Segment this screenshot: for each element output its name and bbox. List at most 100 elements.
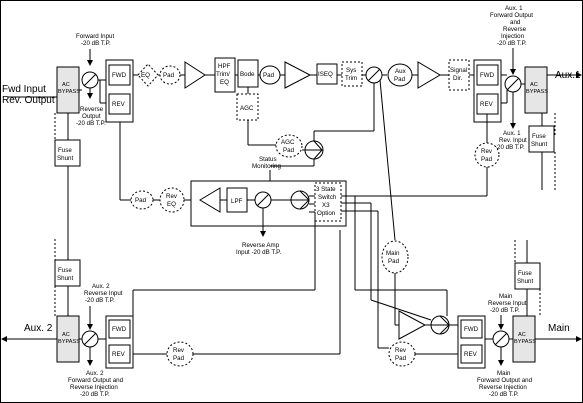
three-state-switch (314, 182, 342, 222)
svg-text:Signal: Signal (450, 67, 467, 74)
rev-pad-main (388, 341, 416, 367)
iseq-block (316, 63, 338, 85)
fuse-shunt-aux1 (528, 125, 555, 153)
rev-output-label: Rev. Output (2, 95, 55, 106)
main-bot-note-2: Forward Output and (477, 377, 533, 384)
sys-trim (341, 61, 363, 87)
svg-text:EQ: EQ (167, 201, 176, 208)
svg-text:Shunt: Shunt (531, 141, 547, 148)
reverse-chain: Pad Rev EQ LPF Reverse Amp Input -20 dB … (119, 122, 378, 291)
svg-text:Pad: Pad (283, 147, 295, 154)
forward-amp-1 (184, 61, 206, 89)
svg-text:Dir.: Dir. (453, 75, 463, 82)
svg-text:Switch: Switch (318, 194, 337, 201)
aux2-top-note-3: -20 dB T.P. (85, 297, 115, 304)
svg-text:Rev: Rev (481, 148, 493, 155)
svg-text:BYPASS: BYPASS (526, 89, 548, 95)
svg-text:REV: REV (480, 101, 494, 108)
svg-text:EQ: EQ (141, 72, 150, 79)
fwd-input-label: Fwd Input (2, 84, 46, 95)
aux2-top-note-1: Aux. 2 (92, 283, 110, 290)
svg-text:ISEQ: ISEQ (318, 71, 333, 78)
aux1-top-note-6: -20 dB T.P. (497, 40, 527, 47)
signal-dir (448, 59, 470, 91)
rev-amp-note-1: Reverse Amp (242, 242, 280, 249)
svg-text:Pad: Pad (481, 156, 493, 163)
aux2-bot-note-2: Forward Output and (68, 377, 124, 384)
svg-text:AGC: AGC (281, 139, 295, 146)
svg-text:Pad: Pad (135, 197, 147, 204)
main-path: Main Pad (354, 79, 458, 349)
aux1-port-label: Aux.1 (555, 70, 581, 81)
aux1-top-note-2: Forward Output (490, 12, 533, 19)
main-top-note-3: -20 dB T.P. (490, 307, 520, 314)
svg-text:Aux: Aux (395, 68, 407, 75)
aux2-bot-note-3: Reverse Injection (70, 384, 118, 391)
ac-label: AC (62, 82, 70, 88)
main-bot-note-4: -20 dB T.P. (489, 391, 519, 398)
svg-text:REV: REV (112, 351, 126, 358)
svg-text:HPF: HPF (218, 63, 231, 70)
svg-text:Rev: Rev (395, 347, 407, 354)
aux1-rev-note-1: Aux. 1 (503, 130, 521, 137)
rev-pad-aux1 (474, 142, 500, 168)
svg-text:Trim/: Trim/ (216, 71, 230, 78)
svg-text:FWD: FWD (464, 326, 479, 333)
aux2-section: Fuse Shunt AC BYPASS Aux. 2 Aux. 2 Rever… (1, 230, 341, 398)
svg-text:Pad: Pad (173, 355, 185, 362)
input-section: Fwd Input Rev. Output AC BYPASS Forward … (2, 33, 134, 260)
main-pad (381, 240, 409, 274)
main-bot-note-3: Reverse Injection (479, 384, 527, 391)
svg-text:Shunt: Shunt (57, 275, 73, 282)
aux1-rev-note-3: -20 dB T.P. (495, 144, 525, 151)
svg-text:3 State: 3 State (316, 186, 336, 193)
svg-text:Pad: Pad (394, 76, 406, 83)
rev-out-note-2: Output (82, 113, 101, 120)
svg-text:Pad: Pad (163, 72, 175, 79)
aux2-port-label: Aux. 2 (24, 323, 53, 334)
svg-text:Option: Option (317, 210, 336, 217)
bypass-label: BYPASS (58, 89, 80, 95)
svg-text:Sys: Sys (346, 67, 356, 74)
svg-text:Fuse: Fuse (518, 270, 532, 277)
svg-text:BYPASS: BYPASS (58, 339, 80, 345)
ac-bypass-aux1 (524, 66, 548, 114)
status-note-1: Status (259, 156, 277, 163)
svg-text:Rev: Rev (173, 347, 185, 354)
rev-filter-in (108, 93, 131, 115)
fwd-in-note-2: -20 dB T.P. (81, 40, 111, 47)
svg-text:Pad: Pad (388, 258, 400, 265)
aux2-bot-note-4: -20 dB T.P. (80, 391, 110, 398)
svg-text:FWD: FWD (112, 326, 127, 333)
svg-text:Shunt: Shunt (517, 278, 533, 285)
rev-pad-aux2 (166, 341, 194, 367)
svg-text:FWD: FWD (480, 72, 495, 79)
rev-eq (159, 187, 185, 213)
agc-pad (275, 134, 303, 158)
svg-text:BYPASS: BYPASS (514, 339, 536, 345)
aux2-bot-note-1: Aux. 2 (86, 370, 104, 377)
fuse-shunt-input (54, 139, 81, 167)
rev-amp-note-2: Input -20 dB T.P. (236, 249, 281, 256)
svg-text:Bode: Bode (240, 71, 255, 78)
main-section: Rev Pad FWD REV Main Reverse Input -20 d… (355, 240, 582, 398)
aux1-top-note-4: Reverse (503, 26, 527, 33)
svg-text:Pad: Pad (263, 72, 275, 79)
status-note-2: Monitoring (252, 163, 281, 170)
main-bot-note-1: Main (497, 370, 511, 377)
svg-text:REV: REV (464, 351, 478, 358)
main-top-note-2: Reverse Input (488, 300, 527, 307)
svg-text:Main: Main (386, 250, 400, 257)
aux1-top-note-1: Aux. 1 (505, 5, 523, 12)
svg-text:AGC: AGC (240, 105, 254, 112)
svg-text:AC: AC (62, 332, 70, 338)
aux1-top-note-5: Injection (501, 33, 525, 40)
forward-amp-2 (284, 61, 312, 89)
svg-text:Fuse: Fuse (58, 267, 72, 274)
svg-text:LPF: LPF (231, 198, 243, 205)
svg-text:FWD: FWD (112, 72, 127, 79)
svg-text:AC: AC (518, 332, 526, 338)
svg-text:AC: AC (530, 82, 538, 88)
svg-text:X3: X3 (322, 202, 330, 209)
